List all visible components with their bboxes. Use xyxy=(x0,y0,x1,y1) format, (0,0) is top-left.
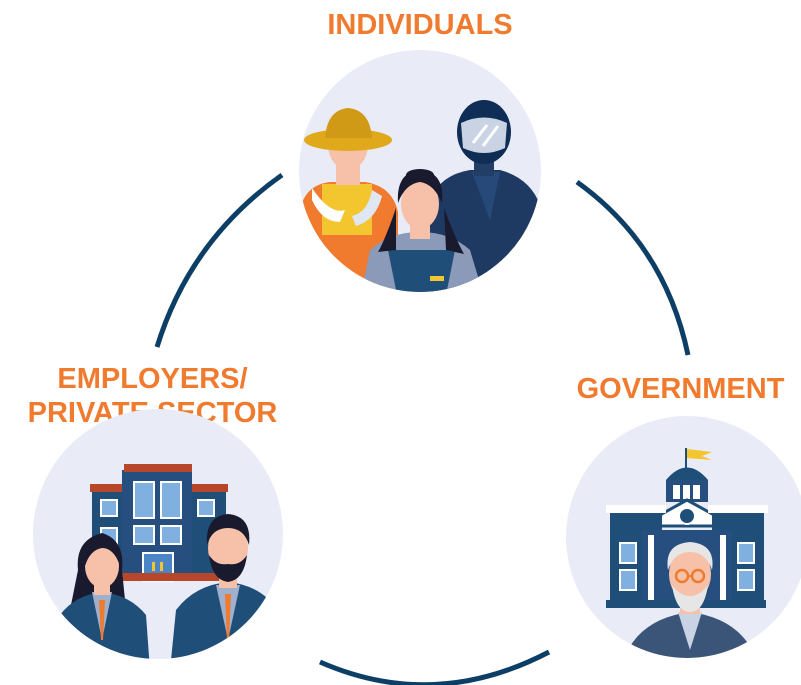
individuals-illustration xyxy=(299,50,541,292)
arc-employers-to-individuals xyxy=(154,172,284,348)
employers-label: EMPLOYERS/ PRIVATE SECTOR xyxy=(0,362,305,430)
official-figure xyxy=(622,542,756,658)
arc-government-to-employers xyxy=(318,649,551,685)
individuals-label: INDIVIDUALS xyxy=(327,9,513,41)
employers-label-line1: EMPLOYERS/ xyxy=(57,363,248,395)
arc-individuals-to-government xyxy=(575,179,691,356)
government-illustration xyxy=(566,416,801,658)
government-label: GOVERNMENT xyxy=(576,373,785,405)
employers-illustration xyxy=(33,409,283,659)
office-building xyxy=(90,464,228,582)
mechanic-figure xyxy=(360,169,485,292)
